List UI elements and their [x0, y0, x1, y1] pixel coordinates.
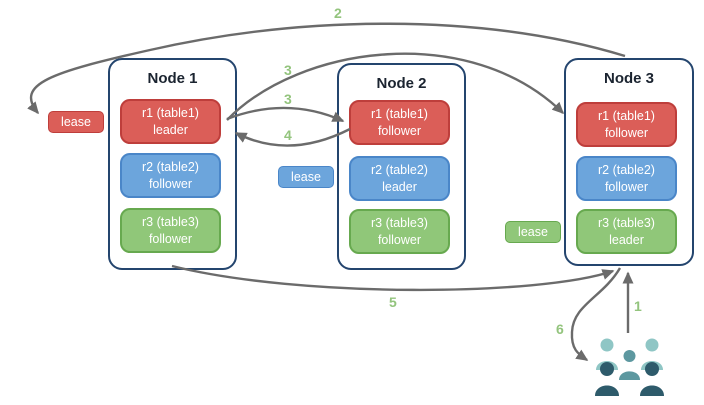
replica-role: leader — [153, 122, 188, 137]
replica-name: r3 (table3) — [598, 215, 655, 230]
node-1-replica-r3: r3 (table3) follower — [120, 208, 221, 253]
node-2-replica-r1: r1 (table1) follower — [349, 100, 450, 145]
user-icon — [640, 362, 664, 396]
node-2-replica-r3: r3 (table3) follower — [349, 209, 450, 254]
step-label-5: 5 — [389, 294, 397, 310]
user-icon — [619, 350, 640, 380]
replica-name: r1 (table1) — [142, 105, 199, 120]
users-group-icon — [595, 338, 664, 396]
replica-role: follower — [377, 232, 422, 247]
node-3: Node 3 r1 (table1) follower r2 (table2) … — [564, 58, 694, 266]
replica-role: follower — [148, 176, 193, 191]
replica-role: follower — [604, 179, 649, 194]
user-icon — [595, 362, 619, 396]
node-2-title: Node 2 — [376, 75, 427, 92]
node-1-title: Node 1 — [147, 70, 198, 87]
node-2: Node 2 r1 (table1) follower r2 (table2) … — [337, 63, 466, 270]
step-label-3-upper: 3 — [284, 62, 292, 78]
lease-tag-table3: lease — [505, 221, 561, 243]
step-label-3-lower: 3 — [284, 91, 292, 107]
replica-name: r1 (table1) — [598, 108, 655, 123]
step-label-4: 4 — [284, 127, 292, 143]
replica-name: r3 (table3) — [142, 214, 199, 229]
node-1-replica-r2: r2 (table2) follower — [120, 153, 221, 198]
replica-name: r2 (table2) — [371, 162, 428, 177]
step-label-6: 6 — [556, 321, 564, 337]
replica-role: leader — [609, 232, 644, 247]
replica-name: r3 (table3) — [371, 215, 428, 230]
step-label-1: 1 — [634, 298, 642, 314]
step-label-2: 2 — [334, 5, 342, 21]
lease-tag-table1: lease — [48, 111, 104, 133]
replica-role: follower — [377, 123, 422, 138]
node-1-replica-r1: r1 (table1) leader — [120, 99, 221, 144]
replica-role: follower — [604, 125, 649, 140]
replica-role: leader — [382, 179, 417, 194]
node-3-replica-r3: r3 (table3) leader — [576, 209, 677, 254]
node-2-replica-r2: r2 (table2) leader — [349, 156, 450, 201]
node-3-title: Node 3 — [603, 70, 654, 87]
replica-name: r1 (table1) — [371, 106, 428, 121]
node-1: Node 1 r1 (table1) leader r2 (table2) fo… — [108, 58, 237, 270]
lease-tag-table2: lease — [278, 166, 334, 188]
arrow-step-3-short — [226, 106, 345, 123]
node-3-replica-r1: r1 (table1) follower — [576, 102, 677, 147]
replica-name: r2 (table2) — [598, 162, 655, 177]
node-3-replica-r2: r2 (table2) follower — [576, 156, 677, 201]
replica-name: r2 (table2) — [142, 159, 199, 174]
replica-role: follower — [148, 231, 193, 246]
arrow-step-4 — [234, 127, 351, 147]
